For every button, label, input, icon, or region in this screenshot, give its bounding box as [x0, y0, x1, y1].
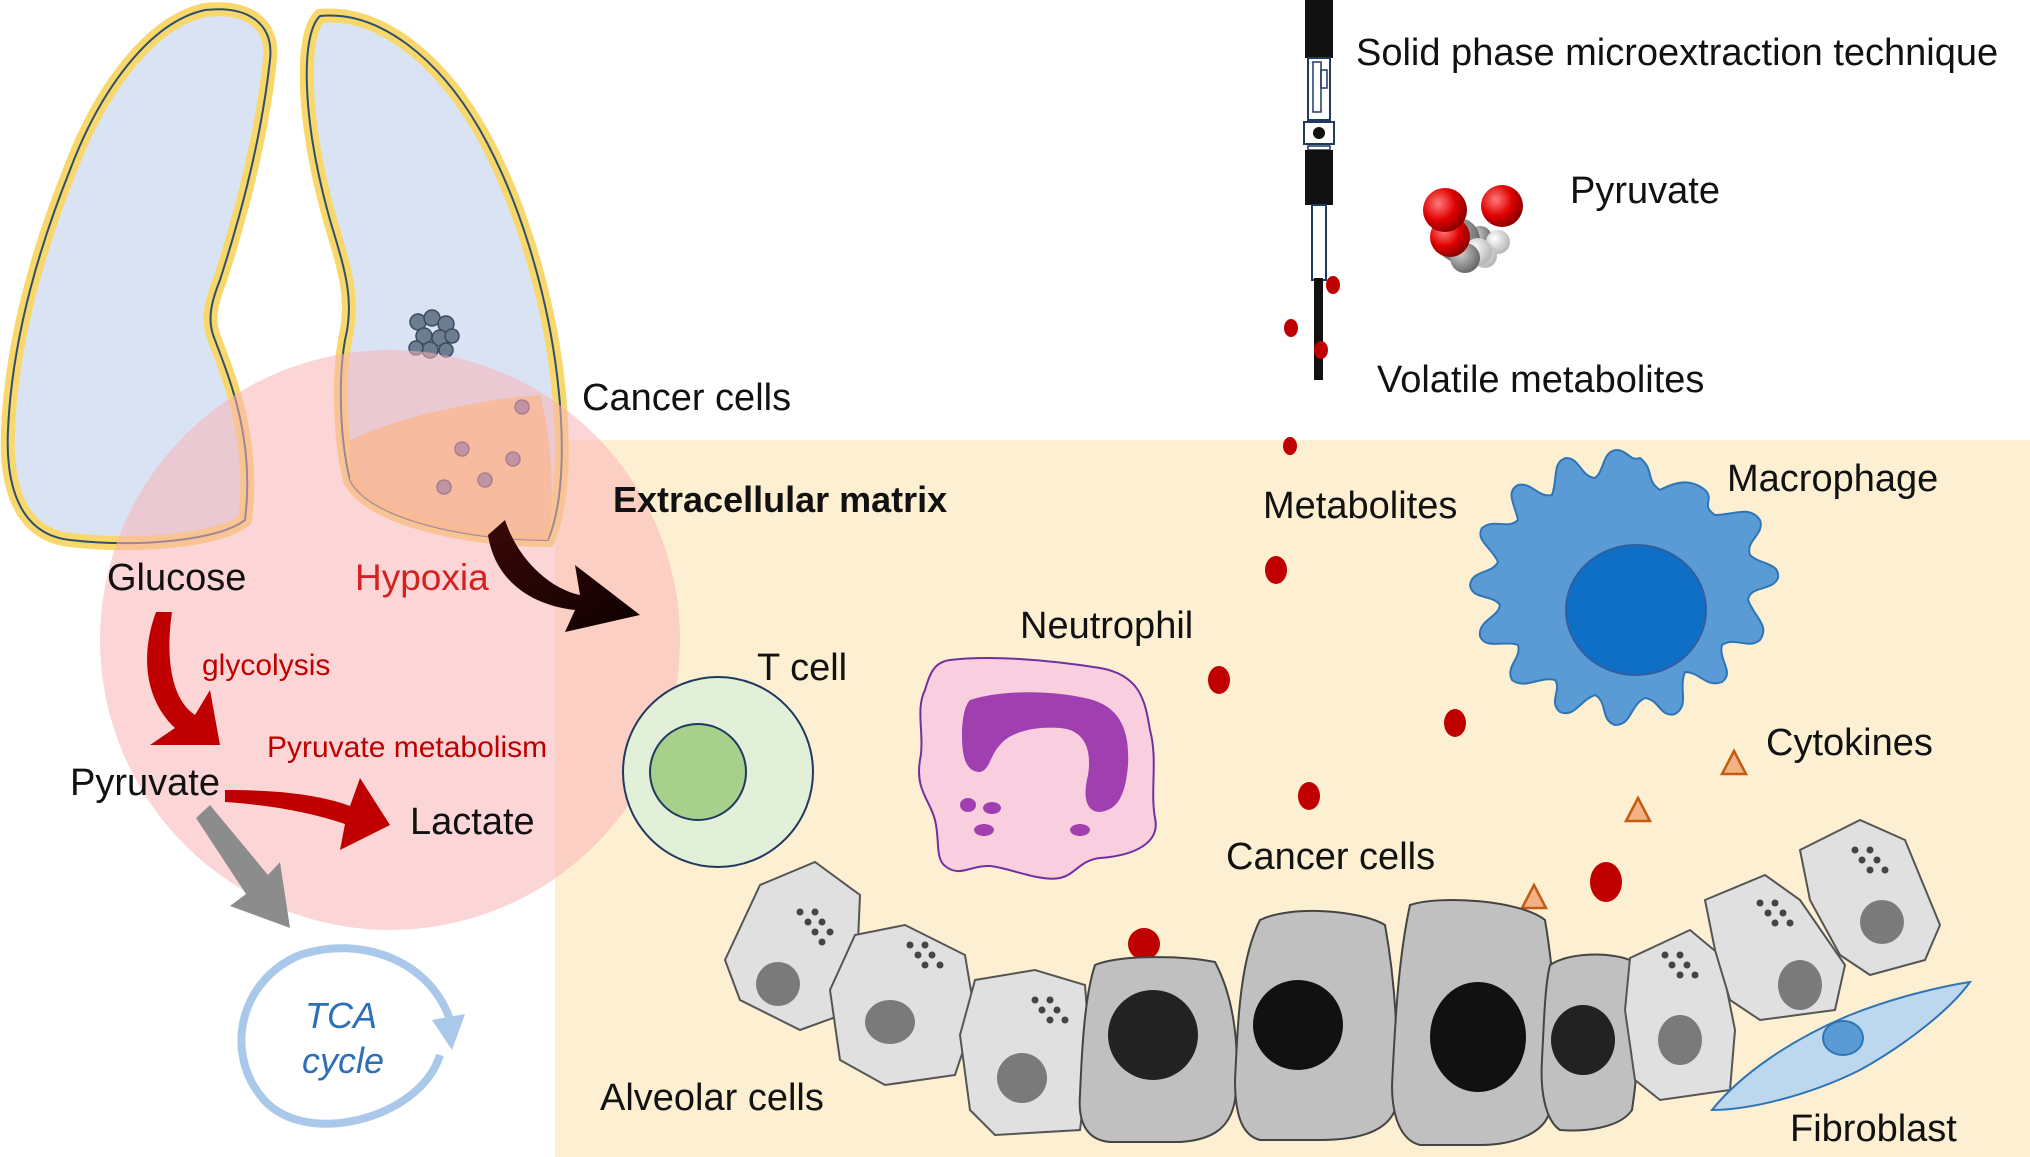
alveolar-cell [958, 968, 1092, 1137]
hypoxia-circle [100, 350, 680, 930]
label-tca-line1: TCA [305, 995, 377, 1036]
label-cancer-cells-lung: Cancer cells [582, 377, 791, 419]
pyruvate-molecule [1423, 185, 1523, 273]
tca-cycle-arrow [237, 944, 454, 1128]
label-tca-line2: cycle [302, 1040, 384, 1081]
fibroblast [1709, 980, 1973, 1112]
t-cell-nucleus [649, 723, 747, 821]
label-hypoxia: Hypoxia [355, 557, 489, 598]
label-lactate: Lactate [410, 801, 535, 843]
label-cytokines: Cytokines [1766, 722, 1933, 764]
label-macrophage: Macrophage [1727, 458, 1938, 500]
label-neutrophil: Neutrophil [1020, 605, 1193, 647]
label-alveolar-cells: Alveolar cells [600, 1077, 824, 1119]
tca-cycle [237, 944, 465, 1128]
neutrophil [918, 657, 1157, 880]
tca-cycle-arrowhead [432, 1014, 465, 1050]
tca-entry-arrow [196, 805, 290, 928]
label-glycolysis: glycolysis [202, 649, 330, 682]
t-cell [622, 676, 814, 868]
macrophage [1468, 448, 1780, 727]
label-volatile-metabolites: Volatile metabolites [1377, 359, 1704, 401]
label-extracellular-matrix: Extracellular matrix [613, 479, 947, 520]
label-spme: Solid phase microextraction technique [1356, 32, 1998, 74]
fibroblast-nucleus [1822, 1020, 1864, 1056]
macrophage-nucleus [1565, 544, 1707, 676]
glycolysis-arrow [147, 612, 220, 745]
label-metabolites: Metabolites [1263, 485, 1457, 527]
neutrophil-nucleus [962, 692, 1129, 812]
label-fibroblast: Fibroblast [1790, 1108, 1957, 1150]
label-t-cell: T cell [757, 647, 847, 689]
pyruvate-metabolism-arrow [225, 778, 390, 850]
spme-device [1303, 0, 1335, 380]
hypoxia-arrow [488, 520, 640, 632]
label-pyruvate-metabolism: Pyruvate metabolism [267, 731, 547, 764]
label-pyruvate-molecule: Pyruvate [1570, 170, 1720, 212]
cell-layer [723, 818, 1942, 1146]
cytokine-triangles [1519, 748, 1749, 910]
tumor-cluster [408, 309, 460, 359]
alveolar-cell [1798, 818, 1942, 977]
label-glucose: Glucose [107, 557, 246, 599]
alveolar-granules [796, 846, 1889, 1024]
label-pyruvate-pathway: Pyruvate [70, 762, 220, 804]
label-cancer-cells-layer: Cancer cells [1226, 836, 1435, 878]
